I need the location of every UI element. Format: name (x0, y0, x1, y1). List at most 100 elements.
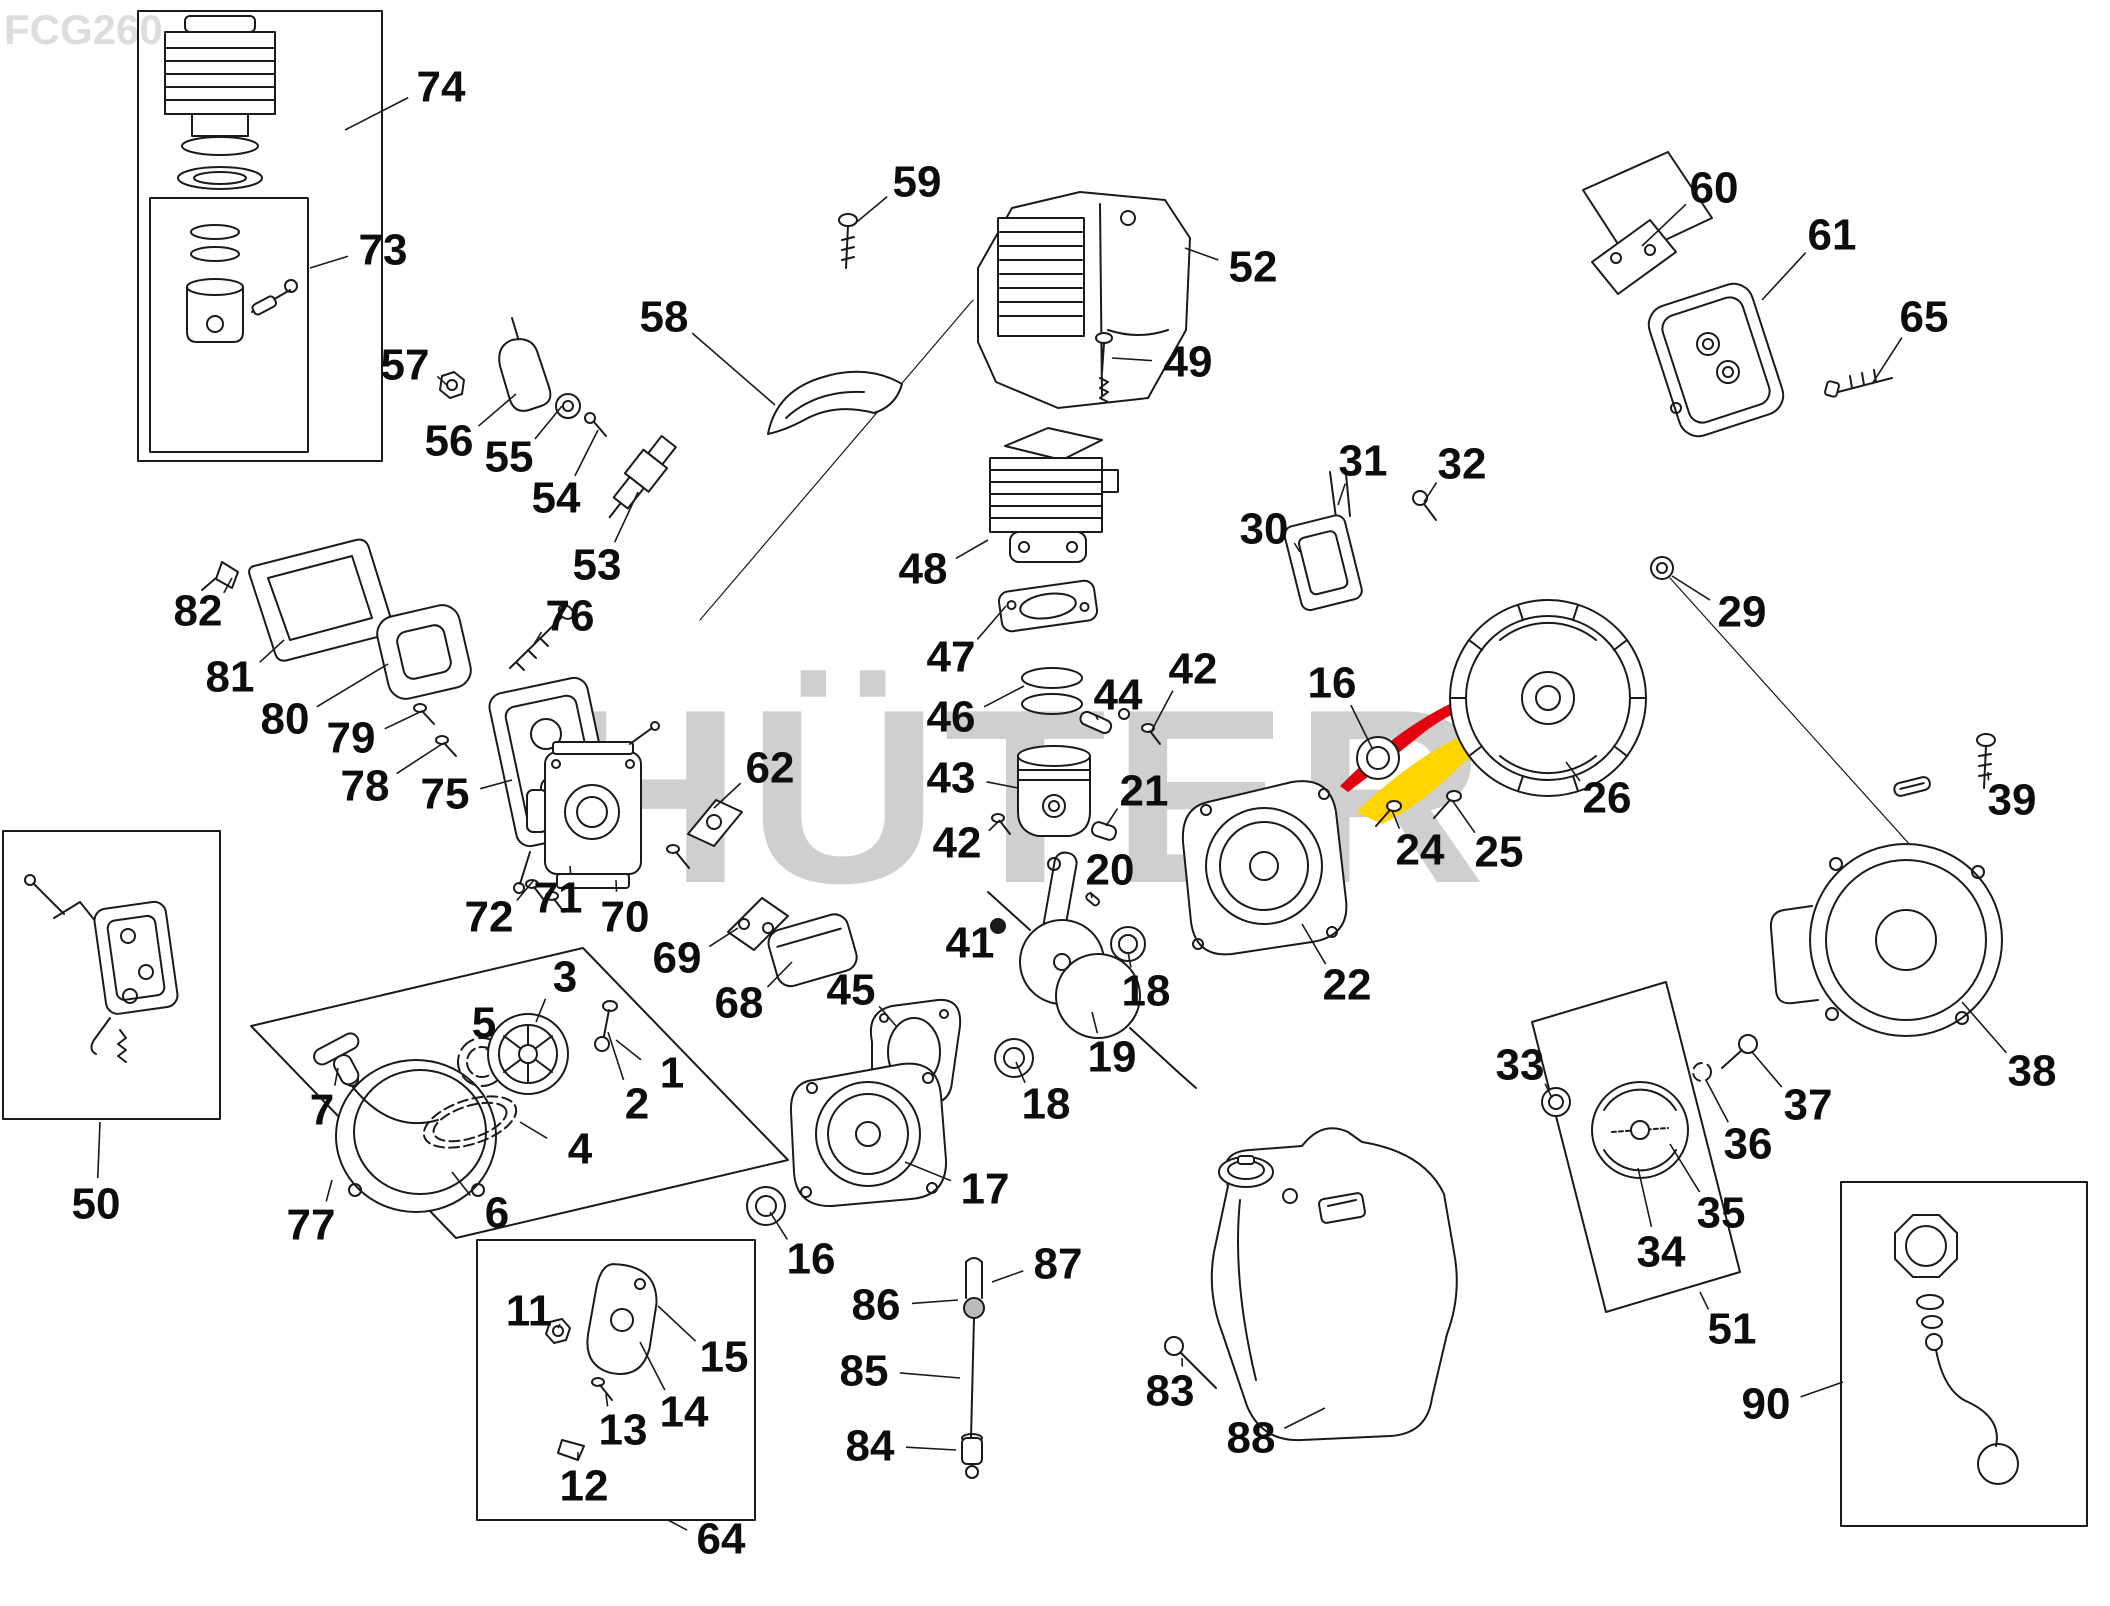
leader-line-82 (223, 577, 233, 594)
part-label-6: 6 (485, 1189, 509, 1238)
leader-line-56 (477, 393, 517, 427)
leader-line-50 (96, 1121, 101, 1179)
leader-line-86 (911, 1299, 959, 1305)
leader-line-3 (535, 998, 547, 1023)
leader-line-47 (976, 605, 1007, 640)
leader-line-39 (1987, 771, 1990, 781)
part-label-87: 87 (1034, 1240, 1083, 1289)
leader-line-13 (605, 1393, 609, 1407)
leader-line-24 (1391, 809, 1401, 829)
leader-line-48 (955, 539, 989, 560)
leader-line-68 (766, 961, 793, 988)
part-label-50: 50 (72, 1180, 121, 1229)
leader-line-1 (615, 1039, 642, 1061)
carburetor-drawing (525, 721, 660, 913)
leader-line-26 (1565, 761, 1581, 782)
leader-line-16 (769, 1211, 789, 1240)
leader-line-59 (851, 195, 888, 227)
part-label-29: 29 (1718, 588, 1767, 637)
leader-line-42 (988, 819, 1001, 832)
leader-line-5 (485, 1048, 488, 1051)
part-label-36: 36 (1724, 1120, 1773, 1169)
leader-line-11 (557, 1323, 561, 1329)
part-label-22: 22 (1323, 961, 1372, 1010)
crankcase-half-drawing (746, 1062, 948, 1226)
part-label-86: 86 (852, 1281, 901, 1330)
leader-line-15 (657, 1305, 697, 1342)
part-label-44: 44 (1094, 671, 1143, 720)
part-label-52: 52 (1229, 243, 1278, 292)
leader-line-14 (639, 1341, 666, 1391)
brand-flag-yellow-swoosh (1356, 705, 1592, 824)
ignition-coil-drawing (1283, 471, 1437, 612)
leader-line-16 (1350, 704, 1373, 749)
part-label-14: 14 (660, 1388, 709, 1437)
leader-line-65 (1871, 337, 1903, 385)
part-label-3: 3 (553, 953, 577, 1002)
part-label-46: 46 (927, 693, 976, 742)
part-label-75: 75 (421, 770, 470, 819)
part-label-35: 35 (1697, 1189, 1746, 1238)
intake-muffler-drawing (727, 897, 858, 988)
leader-line-35 (1669, 1143, 1701, 1193)
part-label-82: 82 (174, 587, 223, 636)
leader-line-34 (1637, 1167, 1653, 1228)
leader-line-84 (905, 1446, 957, 1451)
leader-line-4 (519, 1121, 548, 1140)
leader-line-7 (334, 1067, 339, 1086)
leader-line-53 (613, 491, 639, 543)
part-label-43: 43 (927, 754, 976, 803)
metering-needle-drawing (961, 1257, 985, 1479)
leader-line-41 (995, 927, 1002, 931)
part-label-42: 42 (1169, 645, 1218, 694)
part-label-49: 49 (1164, 338, 1213, 387)
leader-line-20 (1089, 891, 1093, 899)
leader-line-19 (1091, 1011, 1099, 1034)
leader-line-54 (574, 429, 599, 477)
cylinder-piston-stack-drawing (989, 427, 1161, 837)
part-label-76: 76 (546, 592, 595, 641)
part-label-15: 15 (700, 1333, 749, 1382)
part-label-47: 47 (927, 633, 976, 682)
leader-line-52 (1184, 247, 1219, 261)
leader-line-74 (344, 96, 409, 131)
leader-line-17 (904, 1161, 952, 1182)
part-label-30: 30 (1240, 505, 1289, 554)
part-label-84: 84 (846, 1422, 895, 1471)
leader-line-88 (1284, 1407, 1326, 1429)
leader-line-55 (534, 405, 563, 440)
leader-line-33 (1544, 1083, 1553, 1099)
part-label-85: 85 (840, 1347, 889, 1396)
part-label-69: 69 (653, 934, 702, 983)
part-label-42: 42 (933, 819, 982, 868)
part-label-62: 62 (746, 744, 795, 793)
part-label-4: 4 (568, 1125, 593, 1174)
part-label-88: 88 (1227, 1414, 1276, 1463)
leader-line-42 (1151, 690, 1174, 731)
part-label-72: 72 (465, 893, 514, 942)
part-label-13: 13 (599, 1406, 648, 1455)
gasket-plate-drawing (666, 799, 743, 869)
leader-line-80 (316, 663, 389, 708)
spark-plug-assembly-drawing (439, 317, 677, 519)
leader-line-60 (1641, 203, 1687, 247)
part-label-37: 37 (1784, 1081, 1833, 1130)
part-label-81: 81 (206, 653, 255, 702)
flywheel-drawing (1356, 599, 1647, 827)
leader-line-36 (1705, 1079, 1729, 1123)
part-label-56: 56 (425, 417, 474, 466)
leader-line-38 (1961, 1001, 2007, 1054)
fan-housing-drawing (1650, 556, 2003, 1037)
leader-lines (96, 96, 2007, 1531)
part-label-20: 20 (1086, 846, 1135, 895)
leader-line-77 (325, 1179, 333, 1202)
leader-line-37 (1751, 1051, 1783, 1088)
leader-line-32 (1423, 481, 1438, 503)
leader-line-87 (991, 1270, 1024, 1283)
leader-line-57 (436, 375, 449, 387)
part-label-58: 58 (640, 293, 689, 342)
leader-line-22 (1301, 923, 1327, 965)
muffler-drawing (1591, 219, 1893, 438)
